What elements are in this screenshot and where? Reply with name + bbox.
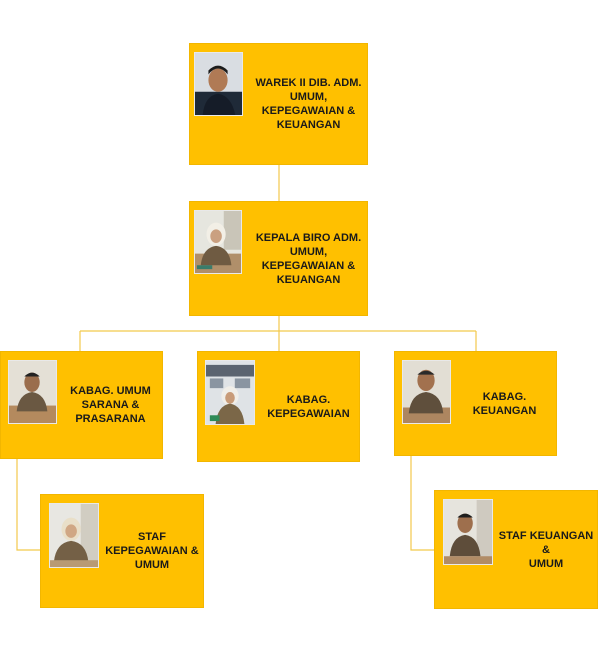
kabag-kepegawaian-node: KABAG. KEPEGAWAIAN <box>197 351 360 462</box>
kepala-biro-node: KEPALA BIRO ADM. UMUM, KEPEGAWAIAN & KEU… <box>189 201 368 316</box>
warek-title: WAREK II DIB. ADM. UMUM, KEPEGAWAIAN & K… <box>255 77 362 131</box>
kabag-umum-node: KABAG. UMUM SARANA & PRASARANA <box>0 351 163 459</box>
kabag-kepegawaian-photo <box>205 360 255 425</box>
kabag-keuangan-photo <box>402 360 451 424</box>
staf-kepegawaian-title: STAF KEPEGAWAIAN & UMUM <box>105 531 199 571</box>
warek-photo <box>194 52 243 116</box>
kepala-biro-photo <box>194 210 242 274</box>
kabag-keuangan-node: KABAG. KEUANGAN <box>394 351 557 456</box>
staf-keuangan-photo <box>443 499 493 565</box>
staf-keuangan-node: STAF KEUANGAN & UMUM <box>434 490 598 609</box>
kabag-umum-photo <box>8 360 57 424</box>
staf-keuangan-title: STAF KEUANGAN & UMUM <box>498 529 594 570</box>
staf-kepegawaian-node: STAF KEPEGAWAIAN & UMUM <box>40 494 204 608</box>
kepala-biro-title: KEPALA BIRO ADM. UMUM, KEPEGAWAIAN & KEU… <box>255 231 362 286</box>
kabag-kepegawaian-title: KABAG. KEPEGAWAIAN <box>267 393 350 420</box>
kabag-umum-title: KABAG. UMUM SARANA & PRASARANA <box>70 385 151 425</box>
kabag-keuangan-title: KABAG. KEUANGAN <box>472 390 537 417</box>
staf-kepegawaian-photo <box>49 503 99 568</box>
warek-node: WAREK II DIB. ADM. UMUM, KEPEGAWAIAN & K… <box>189 43 368 165</box>
